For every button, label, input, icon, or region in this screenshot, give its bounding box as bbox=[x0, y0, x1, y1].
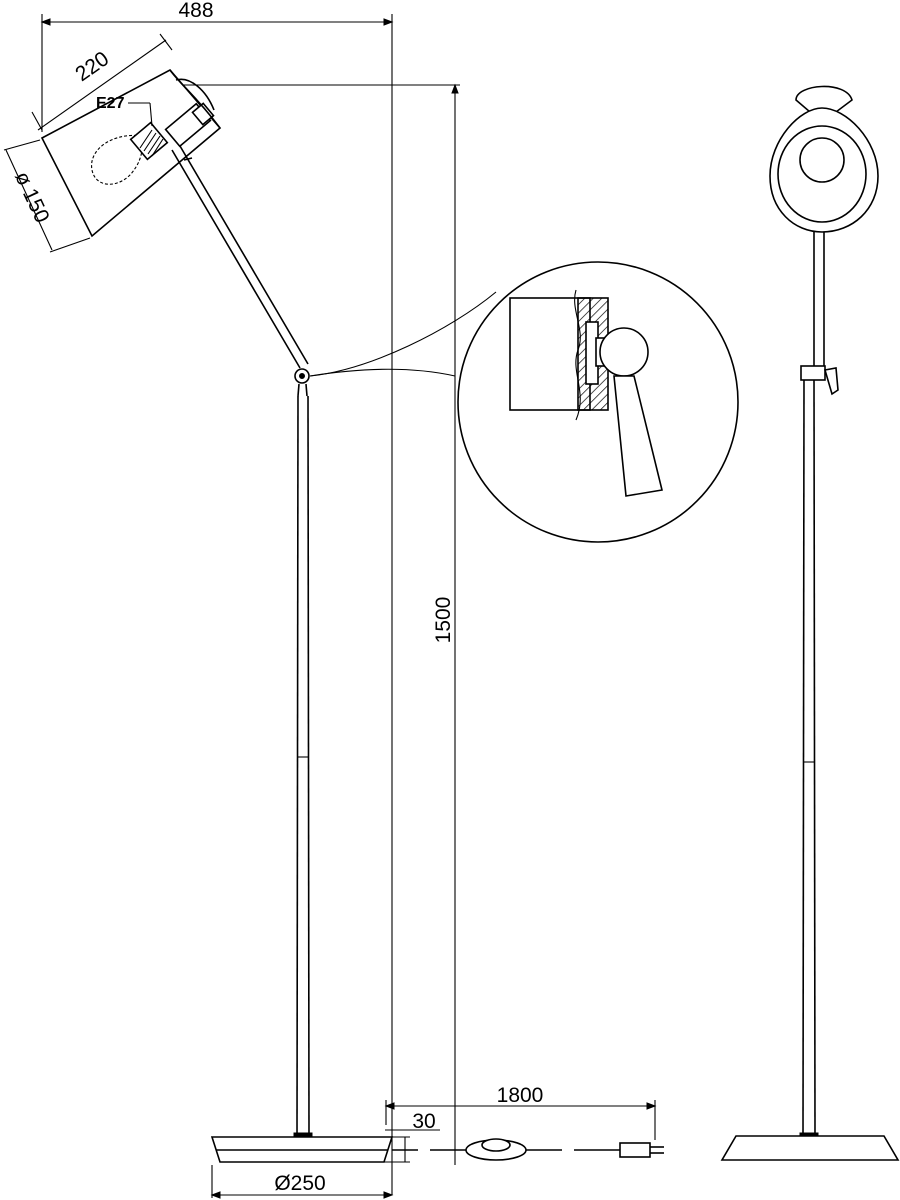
socket-threads bbox=[139, 129, 164, 157]
front-height-clamp bbox=[800, 365, 826, 381]
plug bbox=[619, 1142, 664, 1158]
dim-base-thickness: 30 bbox=[412, 1110, 435, 1133]
lamp-base bbox=[210, 1136, 394, 1163]
dim-shade-diameter: ø 150 bbox=[10, 168, 54, 226]
socket bbox=[129, 121, 169, 161]
dim-base-diameter: Ø250 bbox=[274, 1172, 325, 1195]
front-view bbox=[720, 85, 900, 1161]
joint-detail-callout bbox=[309, 261, 739, 543]
front-shade-cap bbox=[795, 85, 853, 113]
upper-arm bbox=[171, 145, 309, 369]
front-base bbox=[720, 1135, 900, 1161]
power-cable bbox=[392, 1138, 664, 1161]
lamp-shade bbox=[40, 68, 222, 238]
dim-height: 1500 bbox=[432, 597, 455, 644]
pole bbox=[293, 395, 313, 1138]
dim-cable-length: 1800 bbox=[497, 1084, 544, 1107]
socket-label: E27 bbox=[96, 95, 125, 112]
bulb-outline bbox=[91, 134, 144, 185]
side-view bbox=[40, 68, 394, 1163]
dim-shade-length: 220 bbox=[71, 47, 113, 86]
dim-overall-reach: 488 bbox=[178, 0, 213, 22]
shade-knob bbox=[191, 102, 215, 126]
